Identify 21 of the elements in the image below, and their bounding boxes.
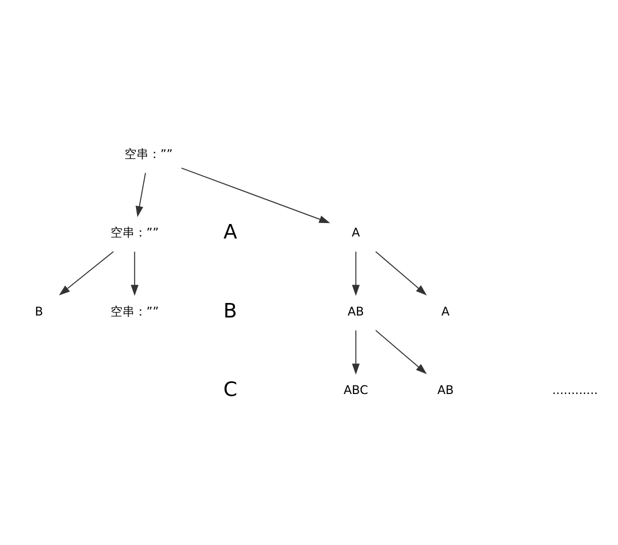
label: A <box>223 220 238 244</box>
node-text: A <box>441 304 450 318</box>
node-text: AB <box>348 304 364 318</box>
node-text: A <box>352 225 360 240</box>
node-text: AB <box>437 382 454 397</box>
arrow <box>352 329 360 374</box>
node-text: 空串：”” <box>110 225 159 240</box>
label: ............ <box>552 382 598 397</box>
label: C <box>223 378 238 401</box>
arrow <box>352 250 360 296</box>
arrow <box>180 167 330 223</box>
arrow <box>136 172 146 217</box>
node-text: 空串：”” <box>124 146 173 161</box>
label: B <box>223 298 238 322</box>
node-text: ABC <box>344 382 368 397</box>
arrow <box>375 329 427 374</box>
arrow <box>130 250 138 296</box>
arrow <box>58 250 114 295</box>
arrow <box>375 250 427 295</box>
node-text: B <box>34 304 44 318</box>
node-text: 空串：”” <box>110 304 159 318</box>
